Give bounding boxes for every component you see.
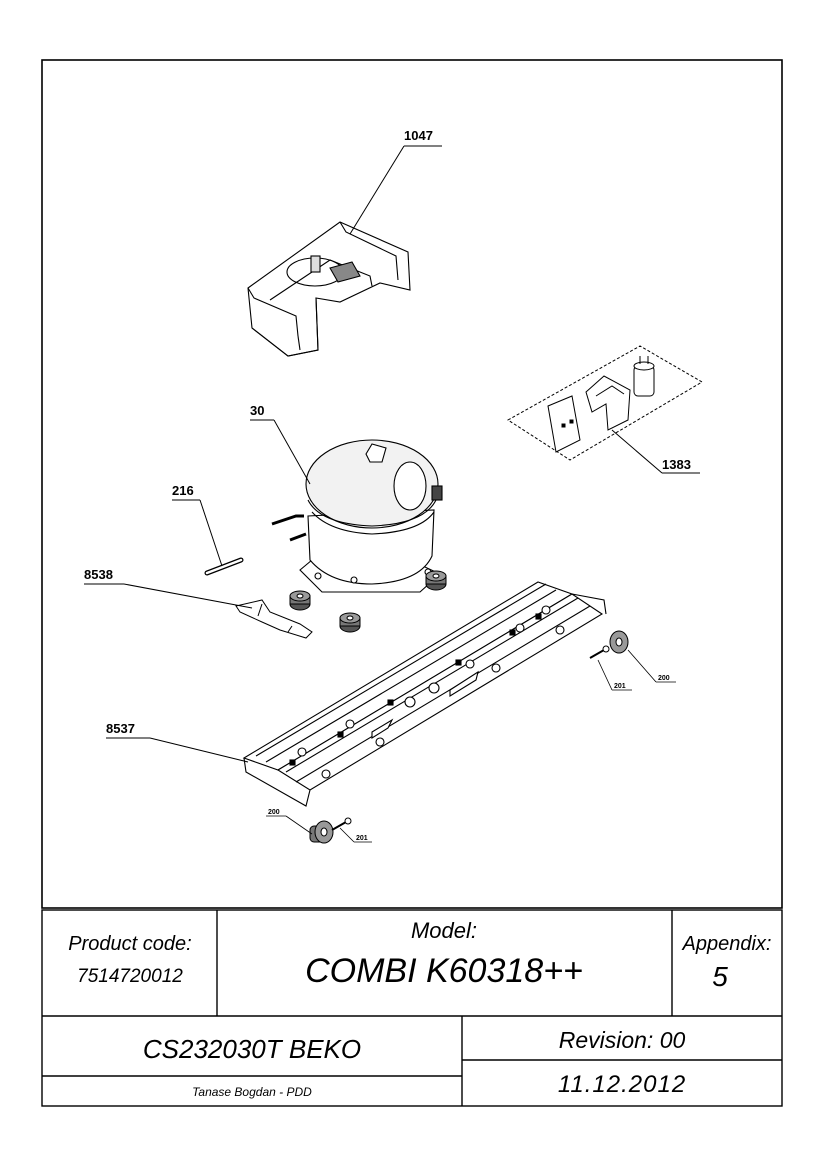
label-grommet-right: 200	[658, 675, 670, 682]
leader-bolt-right	[597, 659, 613, 691]
leader-bracket	[123, 583, 253, 609]
bolt-left-part	[331, 817, 352, 831]
label-compressor: 30	[250, 403, 264, 418]
leader-relay-kit	[611, 429, 663, 474]
grommets	[289, 570, 447, 633]
label-rail: 8537	[106, 721, 135, 736]
grommet-right-part	[609, 630, 629, 654]
product-code: 7514720012	[77, 966, 183, 987]
grommet	[339, 612, 361, 633]
drawing-frame	[41, 59, 783, 909]
part-name: CS232030T BEKO	[143, 1034, 361, 1064]
grommet	[425, 570, 447, 591]
leader-compressor	[273, 419, 311, 485]
title-block	[41, 909, 783, 1107]
leader-grommet-right	[627, 649, 657, 683]
revision: Revision: 00	[559, 1027, 686, 1053]
label-pin: 216	[172, 483, 194, 498]
leader-rail	[149, 737, 249, 763]
bracket-part	[235, 599, 313, 639]
bolt-right-part	[589, 645, 610, 659]
author: Tanase Bogdan - PDD	[192, 1085, 312, 1099]
leader-pin	[199, 499, 223, 567]
label-relay-kit: 1383	[662, 457, 691, 472]
compressor-part	[271, 439, 443, 593]
model-label: Model:	[411, 918, 477, 943]
product-code-label: Product code:	[68, 933, 191, 955]
cover-part	[247, 221, 411, 357]
model-name: COMBI K60318++	[305, 952, 583, 990]
appendix-number: 5	[712, 961, 728, 992]
appendix-label: Appendix:	[682, 933, 772, 955]
label-bolt-left: 201	[356, 835, 368, 842]
label-bracket: 8538	[84, 567, 113, 582]
label-bolt-right: 201	[614, 683, 626, 690]
label-cover: 1047	[404, 128, 433, 143]
pin-part	[204, 557, 244, 576]
leader-grommet-left	[285, 815, 313, 835]
rail-part	[242, 581, 607, 807]
label-grommet-left: 200	[268, 809, 280, 816]
grommet	[289, 590, 311, 611]
grommet-left-part	[309, 820, 334, 844]
date: 11.12.2012	[558, 1071, 686, 1098]
leader-bolt-left	[339, 827, 355, 843]
relay-kit-part	[507, 345, 703, 461]
leader-cover	[349, 145, 405, 235]
